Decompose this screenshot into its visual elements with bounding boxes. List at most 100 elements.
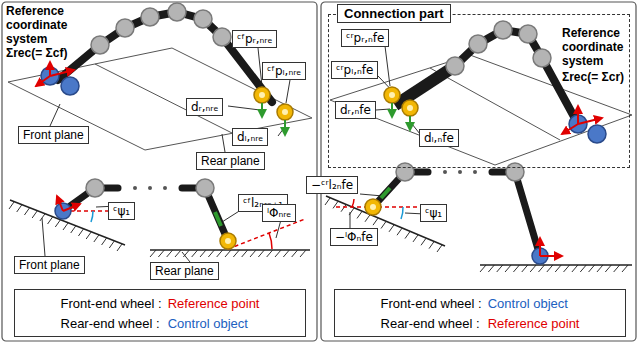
- joint: [446, 21, 551, 75]
- hatch-stroke: [78, 229, 83, 236]
- legend-text: Front-end wheel :: [381, 296, 482, 311]
- panel-frame: [2, 2, 317, 341]
- label-text: ˡΦₙᵣₑ: [267, 206, 291, 220]
- hatch-stroke: [505, 265, 511, 272]
- hatch-stroke: [580, 265, 586, 272]
- reference-line: [228, 219, 305, 249]
- hatch-stroke: [564, 265, 570, 272]
- frame-title: Reference coordinate system: [562, 26, 636, 68]
- label-text: ᶜᶠpₗ,ₙᵣₑ: [267, 64, 301, 78]
- hatch-stroke: [24, 208, 29, 215]
- robot-link: [373, 172, 540, 256]
- hatch-stroke: [17, 205, 22, 212]
- label-text: dₗ,ₙᵣₑ: [237, 130, 263, 144]
- label-text: ᶜᶠpᵣ,ₙᵣₑ: [237, 32, 272, 46]
- joint: [86, 179, 214, 197]
- hatch-stroke: [63, 223, 68, 230]
- coordinate-frame: [540, 238, 562, 256]
- legend-text: Reference point: [488, 316, 580, 331]
- hatch-stroke: [589, 265, 595, 272]
- ellipsis-dots: [133, 186, 167, 190]
- hatch-stroke: [283, 250, 289, 257]
- hatch-stroke: [622, 265, 628, 272]
- hatch-stroke: [117, 244, 122, 251]
- ellipsis-dots: [443, 170, 477, 174]
- hatch-stroke: [192, 250, 198, 257]
- hatch-stroke: [555, 265, 561, 272]
- hatch-stroke: [200, 250, 206, 257]
- hatch-stroke: [365, 215, 370, 222]
- symbol-label-box: −ˡΦₙfe: [330, 228, 378, 246]
- legend-text: Control object: [488, 296, 580, 311]
- hatch-stroke: [405, 232, 410, 239]
- symbol-label-box: ᶜψ₁: [108, 202, 135, 220]
- symbol-label-box: ᶜʳpᵣ,ₙfe: [341, 29, 389, 47]
- legend-text: Front-end wheel :: [61, 296, 162, 311]
- label-text: −ˡΦₙfe: [335, 230, 373, 244]
- hatch-stroke: [250, 250, 256, 257]
- hatch-stroke: [437, 245, 442, 252]
- link-vector: [215, 212, 221, 226]
- hatch-stroke: [275, 250, 281, 257]
- hatch-stroke: [71, 226, 76, 233]
- frame-title: Reference coordinate system: [6, 4, 86, 46]
- hatch-stroke: [341, 205, 346, 212]
- symbol-label-box: dᵣ,ₙfe: [335, 101, 376, 119]
- hatch-stroke: [102, 238, 107, 245]
- rear-end-wheel: [220, 233, 236, 249]
- leader-lines: [42, 194, 425, 262]
- joint: [91, 3, 231, 54]
- coordinate-frame: [57, 196, 80, 211]
- hatch-stroke: [242, 250, 248, 257]
- hatch-stroke: [167, 250, 173, 257]
- hatch-stroke: [413, 235, 418, 242]
- symbol-label-box: dₗ,ₙᵣₑ: [232, 128, 268, 146]
- legend-box: Front-end wheel :Reference pointRear-end…: [14, 289, 306, 337]
- rear-end-wheel: [254, 87, 293, 120]
- hatch-stroke: [488, 265, 494, 272]
- angle-arc: [352, 199, 354, 207]
- coordinate-frame: [562, 106, 602, 134]
- hatch-stroke: [522, 265, 528, 272]
- plane: [8, 48, 312, 150]
- legend-text: Reference point: [168, 296, 260, 311]
- label-text: −ᶜʳl₂ₙfe: [311, 178, 353, 192]
- legend-text: Control object: [168, 316, 260, 331]
- panel-frame: [321, 2, 636, 341]
- hatch-stroke: [357, 211, 362, 218]
- plane-label-box: Front plane: [18, 126, 89, 144]
- hatch-stroke: [109, 241, 114, 248]
- frame-symbol: Σrec(= Σcf): [6, 46, 96, 60]
- hatch-stroke: [217, 250, 223, 257]
- hatch-stroke: [373, 218, 378, 225]
- hatch-stroke: [292, 250, 298, 257]
- robot-link: [58, 12, 272, 102]
- plane-label-box: Rear plane: [196, 152, 265, 170]
- plane-divider: [95, 64, 232, 133]
- symbol-label-box: −ᶜʳl₂ₙfe: [306, 176, 358, 194]
- hatch-stroke: [233, 250, 239, 257]
- hatch-stroke: [480, 265, 486, 272]
- joint: [396, 163, 524, 181]
- hatch-stroke: [300, 250, 306, 257]
- label-text: dᵣ,ₙfe: [340, 103, 371, 117]
- hatch-stroke: [32, 211, 37, 218]
- coordinate-frame: [36, 62, 74, 86]
- label-text: Front plane: [19, 258, 80, 272]
- hatch-stroke: [267, 250, 273, 257]
- hatch-stroke: [530, 265, 536, 272]
- angle-arc: [91, 211, 93, 222]
- hatch-stroke: [175, 250, 181, 257]
- hatch-stroke: [614, 265, 620, 272]
- hatch-stroke: [225, 250, 231, 257]
- label-text: Front plane: [23, 128, 84, 142]
- angle-arc: [401, 207, 403, 219]
- rear-end-wheel: [365, 199, 381, 215]
- label-text: dₗ,ₙfe: [424, 131, 454, 145]
- label-text: Rear plane: [201, 154, 260, 168]
- hatch-stroke: [547, 265, 553, 272]
- hatch-stroke: [605, 265, 611, 272]
- angle-arc: [269, 233, 272, 249]
- robot-link: [455, 30, 578, 124]
- hatch-stroke: [381, 222, 386, 229]
